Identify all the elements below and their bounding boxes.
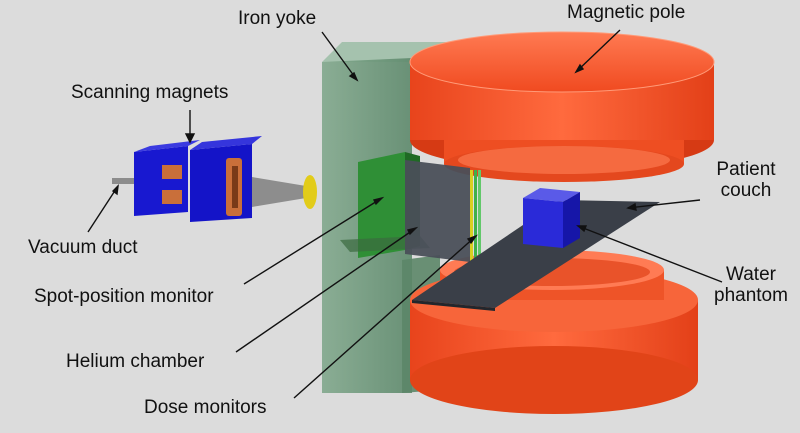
dose-monitors-label: Dose monitors — [144, 397, 267, 418]
upper-magnetic-pole — [409, 31, 715, 182]
patient-couch-label-line1: Patient — [716, 159, 776, 180]
beamline-components — [340, 152, 481, 262]
scanning-magnets-label: Scanning magnets — [71, 82, 229, 103]
magnetic-pole-label: Magnetic pole — [567, 2, 686, 23]
water-phantom-label-line1: Water — [726, 264, 776, 285]
scanning-magnet-assembly — [112, 136, 317, 222]
spot-position-monitor-label: Spot-position monitor — [34, 286, 214, 307]
helium-chamber-label: Helium chamber — [66, 351, 205, 372]
patient-couch-label-line2: couch — [720, 179, 772, 201]
leader-lines — [87, 29, 723, 399]
patient-couch — [412, 200, 660, 311]
iron-yoke-label: Iron yoke — [238, 8, 317, 29]
water-phantom — [523, 188, 580, 248]
water-phantom-label: Water phantom — [706, 264, 796, 307]
vacuum-duct-label: Vacuum duct — [28, 237, 138, 258]
water-phantom-label-line2: phantom — [714, 284, 788, 306]
patient-couch-label: Patient couch — [700, 159, 792, 202]
